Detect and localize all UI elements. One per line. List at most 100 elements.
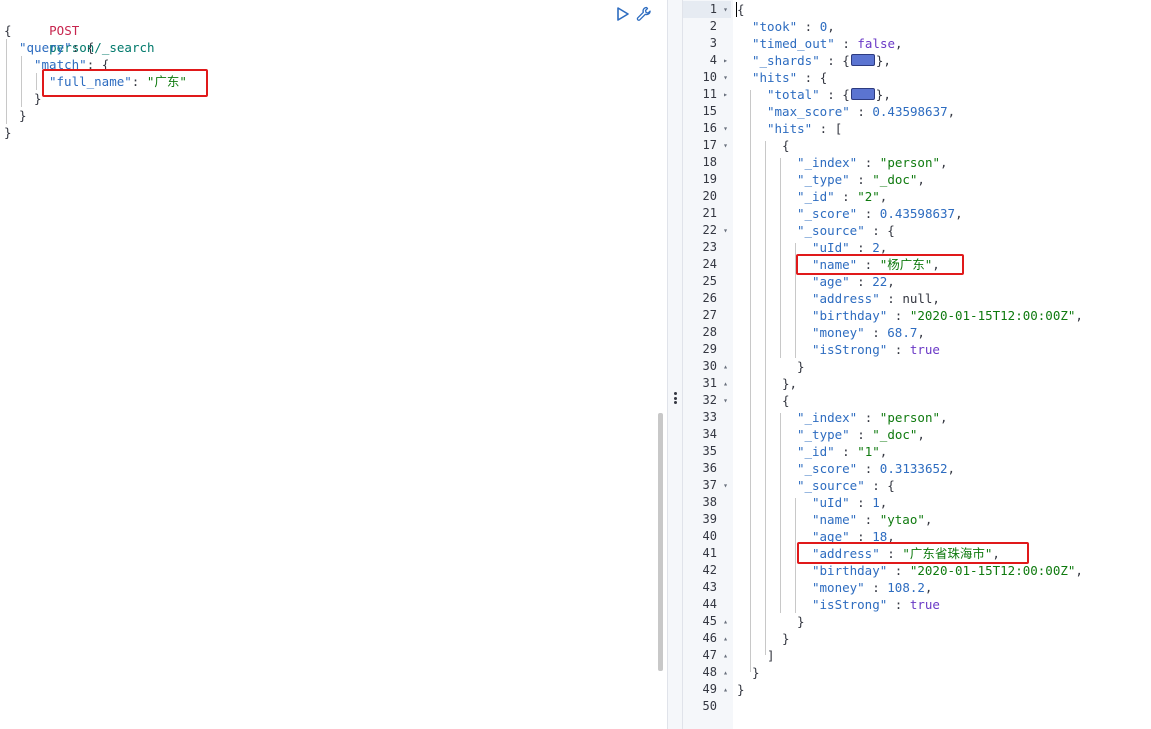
code-line[interactable]: { [782, 137, 790, 154]
fold-toggle-icon[interactable]: ▾ [723, 396, 728, 405]
code-line[interactable]: } [34, 90, 42, 107]
code-line[interactable]: "timed_out" : false, [752, 35, 903, 52]
code-line[interactable]: "_index" : "person", [797, 409, 948, 426]
line-number-text: 40 [702, 529, 717, 543]
response-body[interactable]: { "took" : 0,"timed_out" : false,"_shards… [733, 0, 1151, 729]
line-number-text: 36 [702, 461, 717, 475]
fold-toggle-icon[interactable]: ▴ [723, 617, 728, 626]
line-number-text: 35 [702, 444, 717, 458]
line-number: 10▾ [683, 69, 731, 86]
code-line[interactable]: "address" : "广东省珠海市", [812, 545, 1000, 562]
code-line[interactable]: "_shards" : {}, [752, 52, 891, 69]
code-line[interactable]: "_score" : 0.43598637, [797, 205, 963, 222]
json-key: "match" [34, 57, 87, 72]
code-line[interactable]: "_id" : "2", [797, 188, 887, 205]
code-line[interactable]: } [797, 358, 805, 375]
json-key: "max_score" [767, 104, 850, 119]
request-method: POST [49, 23, 80, 38]
line-number: 28 [683, 324, 731, 341]
json-punct: }, [875, 87, 891, 102]
code-line[interactable]: "address" : null, [812, 290, 940, 307]
fold-toggle-icon[interactable]: ▾ [723, 481, 728, 490]
code-line[interactable]: "took" : 0, [752, 18, 835, 35]
code-line[interactable]: } [4, 124, 12, 141]
code-line[interactable]: "max_score" : 0.43598637, [767, 103, 955, 120]
json-key: "timed_out" [752, 36, 835, 51]
code-line[interactable]: "money" : 108.2, [812, 579, 932, 596]
fold-toggle-icon[interactable]: ▾ [723, 5, 728, 14]
fold-toggle-icon[interactable]: ▸ [723, 90, 728, 99]
code-line[interactable]: }, [782, 375, 797, 392]
code-line[interactable]: } [797, 613, 805, 630]
code-line[interactable]: "uId" : 1, [812, 494, 887, 511]
code-line[interactable]: { [737, 1, 745, 18]
json-punct: , [1075, 308, 1083, 323]
fold-toggle-icon[interactable]: ▾ [723, 124, 728, 133]
code-line[interactable]: "_source" : { [797, 477, 895, 494]
code-line[interactable]: "_id" : "1", [797, 443, 887, 460]
pane-resizer[interactable] [667, 0, 683, 729]
fold-toggle-icon[interactable]: ▾ [723, 226, 728, 235]
code-line[interactable]: "isStrong" : true [812, 596, 940, 613]
code-line[interactable]: } [737, 681, 745, 698]
code-line[interactable]: "_type" : "_doc", [797, 171, 925, 188]
code-line[interactable]: ] [767, 647, 775, 664]
request-line[interactable]: POST person/_search [4, 5, 154, 55]
play-icon[interactable] [615, 6, 631, 22]
code-line[interactable]: "birthday" : "2020-01-15T12:00:00Z", [812, 562, 1083, 579]
code-line[interactable]: "_score" : 0.3133652, [797, 460, 955, 477]
code-line[interactable]: "hits" : [ [767, 120, 842, 137]
json-punct: : [849, 172, 873, 187]
code-line[interactable]: "name" : "杨广东", [812, 256, 940, 273]
code-line[interactable]: "birthday" : "2020-01-15T12:00:00Z", [812, 307, 1083, 324]
json-punct: , [917, 172, 925, 187]
code-line[interactable]: { [782, 392, 790, 409]
code-line[interactable]: "age" : 18, [812, 528, 895, 545]
request-path: person/_search [49, 40, 155, 55]
json-key: "_score" [797, 461, 858, 476]
code-line[interactable]: "_source" : { [797, 222, 895, 239]
fold-toggle-icon[interactable]: ▴ [723, 379, 728, 388]
json-punct: , [924, 580, 933, 595]
json-punct: { [782, 393, 790, 408]
line-number: 41 [683, 545, 731, 562]
fold-toggle-icon[interactable]: ▴ [723, 362, 728, 371]
code-line[interactable]: "total" : {}, [767, 86, 891, 103]
json-key: "name" [812, 257, 858, 272]
code-line[interactable]: } [752, 664, 760, 681]
collapsed-block-icon[interactable] [850, 54, 875, 66]
code-line[interactable]: "_type" : "_doc", [797, 426, 925, 443]
code-line[interactable]: "query": { [19, 39, 94, 56]
code-line[interactable]: } [782, 630, 790, 647]
code-line[interactable]: "age" : 22, [812, 273, 895, 290]
code-line[interactable]: "hits" : { [752, 69, 827, 86]
json-punct: , [895, 36, 903, 51]
line-number: 18 [683, 154, 731, 171]
fold-toggle-icon[interactable]: ▾ [723, 141, 728, 150]
fold-toggle-icon[interactable]: ▴ [723, 634, 728, 643]
json-punct: : { [819, 87, 850, 102]
fold-toggle-icon[interactable]: ▴ [723, 685, 728, 694]
code-line[interactable]: { [4, 22, 12, 39]
code-line[interactable]: "uId" : 2, [812, 239, 887, 256]
code-line[interactable]: "money" : 68.7, [812, 324, 925, 341]
request-editor[interactable]: POST person/_search { "query": {"match": … [0, 0, 667, 729]
code-line[interactable]: "match": { [34, 56, 109, 73]
fold-toggle-icon[interactable]: ▴ [723, 668, 728, 677]
vertical-scrollbar[interactable] [658, 413, 663, 671]
code-line[interactable]: "name" : "ytao", [812, 511, 932, 528]
collapsed-block-icon[interactable] [850, 88, 875, 100]
code-line[interactable]: } [19, 107, 27, 124]
fold-toggle-icon[interactable]: ▾ [723, 73, 728, 82]
code-line[interactable]: "isStrong" : true [812, 341, 940, 358]
wrench-icon[interactable] [636, 6, 652, 22]
json-punct: { [782, 138, 790, 153]
fold-toggle-icon[interactable]: ▴ [723, 651, 728, 660]
code-line[interactable]: "full_name": "广东" [49, 73, 187, 90]
json-punct: : [834, 444, 858, 459]
fold-toggle-icon[interactable]: ▸ [723, 56, 728, 65]
indent-guide [780, 158, 781, 358]
code-line[interactable]: "_index" : "person", [797, 154, 948, 171]
